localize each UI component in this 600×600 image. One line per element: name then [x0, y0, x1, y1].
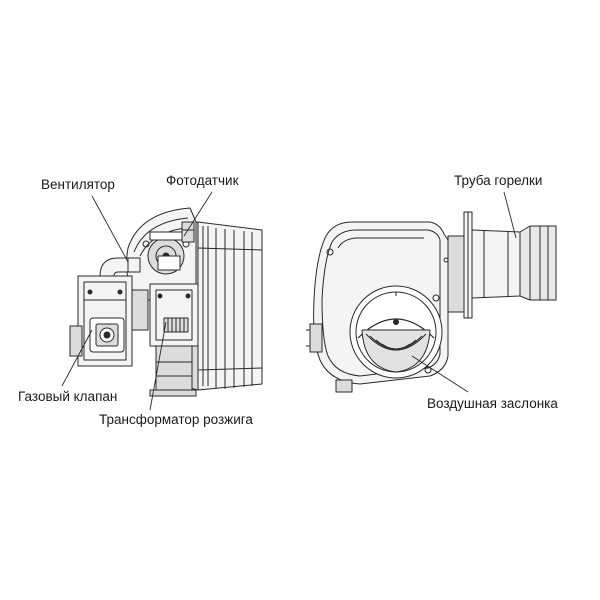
housing-plate	[189, 221, 263, 391]
label-burner-tube: Труба горелки	[454, 173, 543, 188]
ignition-transformer	[149, 283, 199, 391]
air-damper	[349, 285, 443, 379]
burner-front-view	[306, 211, 557, 393]
label-ignition-transformer: Трансформатор розжига	[99, 412, 253, 427]
burner-side-view	[69, 207, 263, 397]
tube-flange	[447, 211, 473, 319]
leader-lines-right	[411, 191, 517, 393]
burner-tube	[471, 225, 557, 301]
label-photosensor: Фотодатчик	[166, 173, 239, 188]
gas-pipe	[99, 257, 141, 277]
photosensor	[157, 221, 195, 271]
gas-valve	[69, 275, 149, 367]
label-ventilator: Вентилятор	[41, 177, 115, 192]
label-air-damper: Воздушная заслонка	[427, 396, 558, 411]
leader-lines-left	[61, 191, 213, 411]
label-gas-valve: Газовый клапан	[18, 389, 118, 404]
